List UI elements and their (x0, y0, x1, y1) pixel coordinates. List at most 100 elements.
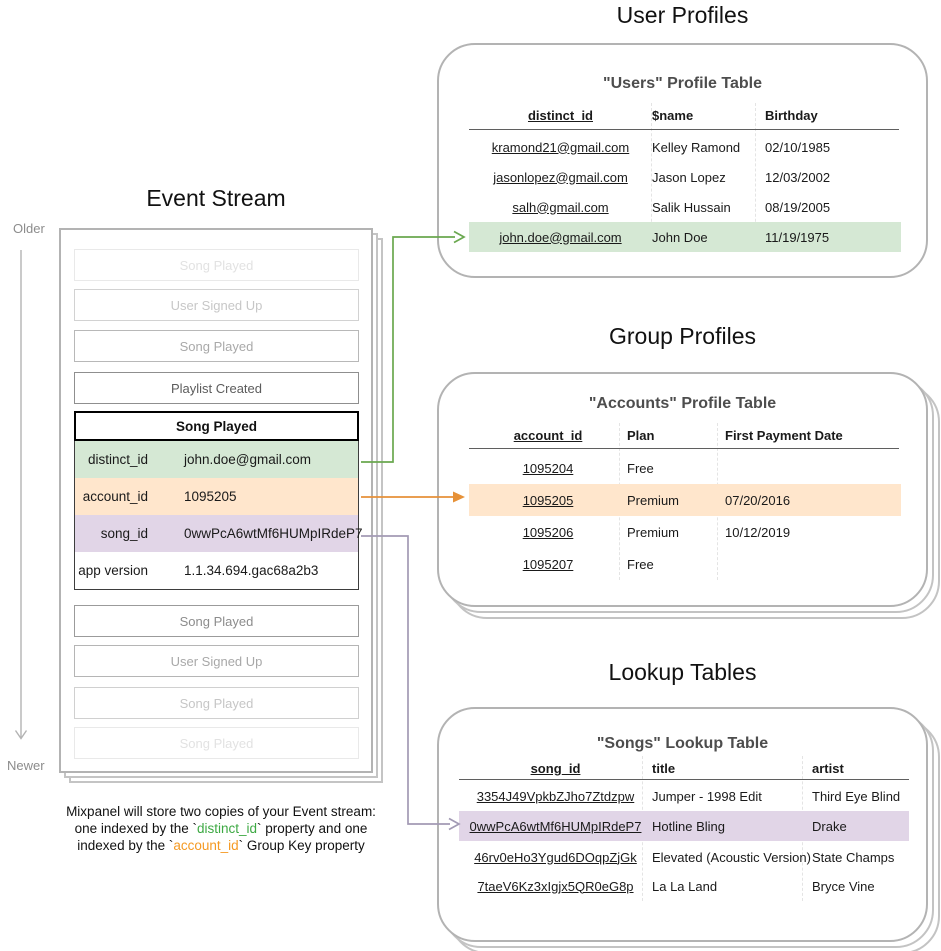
field-value: john.doe@gmail.com (184, 452, 312, 467)
column-header: song_id (530, 760, 581, 776)
cell-first-payment: 07/20/2016 (725, 492, 791, 508)
table-row: 1095207 Free (469, 548, 901, 580)
header-rule (459, 779, 909, 780)
cell-title: Hotline Bling (652, 818, 725, 834)
songs-card: "Songs" Lookup Table song_id title artis… (437, 707, 928, 942)
cell-plan: Free (627, 460, 654, 476)
cell-distinct-id: salh@gmail.com (512, 199, 609, 215)
column-header: account_id (513, 427, 583, 443)
event-box: Song Played (74, 687, 359, 719)
cell-plan: Premium (627, 492, 680, 508)
table-row: 7taeV6Kz3xIgjx5QR0eG8p La La Land Bryce … (459, 871, 909, 901)
users-header-row: distinct_id $name Birthday (469, 101, 901, 129)
column-header: title (652, 760, 676, 776)
table-row-highlighted: 0wwPcA6wtMf6HUMpIRdeP7 Hotline Bling Dra… (459, 811, 909, 841)
cell-distinct-id: kramond21@gmail.com (491, 139, 630, 155)
column-header: distinct_id (527, 107, 593, 123)
event-box: User Signed Up (74, 289, 359, 321)
cell-title: Jumper - 1998 Edit (652, 788, 762, 804)
header-rule (469, 448, 899, 449)
event-stream-title: Event Stream (146, 185, 286, 211)
cell-plan: Premium (627, 524, 680, 540)
older-label: Older (13, 221, 45, 236)
event-box: Playlist Created (74, 372, 359, 404)
cell-song-id: 46rv0eHo3Ygud6DOqpZjGk (474, 849, 637, 865)
column-header: First Payment Date (725, 427, 843, 443)
cell-first-payment: 10/12/2019 (725, 524, 791, 540)
accounts-table-title: "Accounts" Profile Table (588, 395, 777, 412)
table-row-highlighted: john.doe@gmail.com John Doe 11/19/1975 (469, 222, 901, 252)
cell-name: Jason Lopez (652, 169, 726, 185)
cell-artist: Bryce Vine (812, 878, 875, 894)
cell-name: John Doe (652, 229, 708, 245)
table-row-highlighted: 1095205 Premium 07/20/2016 (469, 484, 901, 516)
event-box: Song Played (74, 249, 359, 281)
field-key: account_id (82, 489, 148, 504)
table-row: jasonlopez@gmail.com Jason Lopez 12/03/2… (469, 162, 901, 192)
column-separator (651, 103, 652, 252)
newer-label: Newer (7, 758, 45, 773)
cell-song-id: 7taeV6Kz3xIgjx5QR0eG8p (477, 878, 634, 894)
songs-header-row: song_id title artist (459, 754, 909, 782)
user-profiles-title: User Profiles (616, 2, 749, 28)
event-box: User Signed Up (74, 645, 359, 677)
table-row: 1095204 Free (469, 452, 901, 484)
column-header: Plan (627, 427, 655, 443)
users-card: "Users" Profile Table distinct_id $name … (437, 43, 928, 278)
column-header: artist (812, 760, 844, 776)
field-key: song_id (100, 526, 148, 541)
field-row-app-version: app version 1.1.34.694.gac68a2b3 (75, 552, 358, 589)
table-row: 46rv0eHo3Ygud6DOqpZjGk Elevated (Acousti… (459, 842, 909, 872)
older-to-newer-arrow (14, 250, 28, 740)
account-id-keyword: account_id (173, 838, 239, 853)
cell-name: Salik Hussain (652, 199, 731, 215)
field-key: distinct_id (87, 452, 148, 467)
column-separator (755, 103, 756, 252)
cell-birthday: 08/19/2005 (765, 199, 831, 215)
cell-title: La La Land (652, 878, 718, 894)
table-row: kramond21@gmail.com Kelley Ramond 02/10/… (469, 132, 901, 162)
event-stream-container: Song Played User Signed Up Song Played P… (59, 228, 373, 773)
cell-account-id: 1095205 (522, 492, 574, 508)
table-row: salh@gmail.com Salik Hussain 08/19/2005 (469, 192, 901, 222)
cell-song-id: 0wwPcA6wtMf6HUMpIRdeP7 (469, 818, 642, 834)
cell-birthday: 11/19/1975 (765, 229, 830, 245)
distinct-id-keyword: distinct_id (196, 821, 258, 836)
field-row-distinct-id: distinct_id john.doe@gmail.com (75, 441, 358, 478)
cell-artist: Third Eye Blind (812, 788, 901, 804)
field-value: 1095205 (184, 489, 237, 504)
event-box: Song Played (74, 727, 359, 759)
cell-artist: State Champs (812, 849, 895, 865)
cell-name: Kelley Ramond (652, 139, 741, 155)
lookup-tables-title: Lookup Tables (608, 659, 757, 685)
event-properties: distinct_id john.doe@gmail.com account_i… (74, 441, 363, 590)
caption-line-1: Mixpanel will store two copies of your E… (66, 804, 376, 819)
field-value: 1.1.34.694.gac68a2b3 (184, 563, 319, 578)
field-row-account-id: account_id 1095205 (75, 478, 358, 515)
cell-song-id: 3354J49VpkbZJho7Ztdzpw (476, 788, 635, 804)
event-stream-caption: Mixpanel will store two copies of your E… (66, 804, 376, 853)
cell-distinct-id: john.doe@gmail.com (499, 229, 622, 245)
songs-table-title: "Songs" Lookup Table (596, 735, 769, 752)
header-rule (469, 129, 899, 130)
cell-artist: Drake (812, 818, 847, 834)
cell-account-id: 1095207 (522, 556, 574, 572)
column-header: $name (652, 107, 694, 123)
column-header: Birthday (765, 107, 818, 123)
cell-title: Elevated (Acoustic Version) (652, 849, 811, 865)
event-card-song-played: Song Played distinct_id john.doe@gmail.c… (74, 411, 363, 590)
event-name: Song Played (74, 411, 359, 441)
field-key: app version (78, 563, 148, 578)
table-row: 1095206 Premium 10/12/2019 (469, 516, 901, 548)
cell-distinct-id: jasonlopez@gmail.com (493, 169, 628, 185)
accounts-card: "Accounts" Profile Table account_id Plan… (437, 372, 928, 607)
cell-plan: Free (627, 556, 654, 572)
users-table-title: "Users" Profile Table (603, 75, 762, 92)
table-row: 3354J49VpkbZJho7Ztdzpw Jumper - 1998 Edi… (459, 781, 909, 811)
cell-birthday: 02/10/1985 (765, 139, 831, 155)
cell-account-id: 1095204 (522, 460, 574, 476)
accounts-header-row: account_id Plan First Payment Date (469, 421, 901, 449)
group-profiles-title: Group Profiles (608, 323, 756, 349)
cell-birthday: 12/03/2002 (765, 169, 831, 185)
